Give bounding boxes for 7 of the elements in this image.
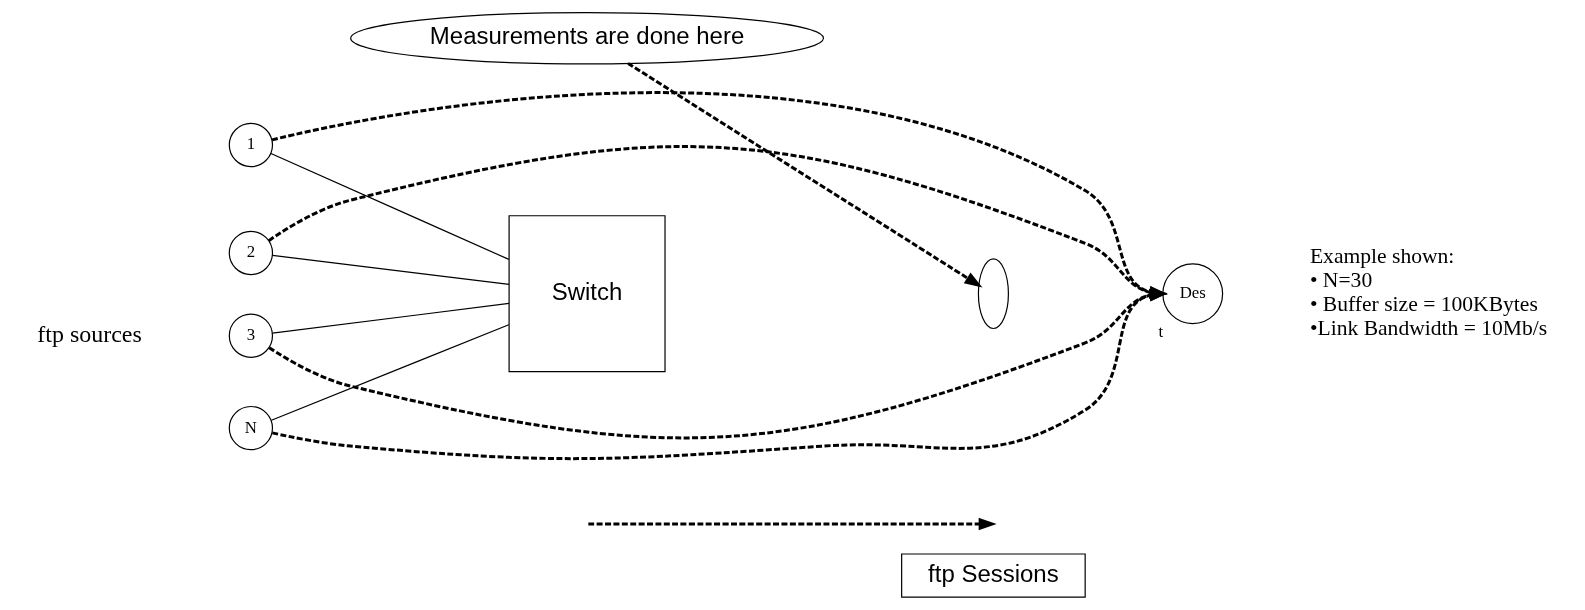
- label: • N=30: [1309, 268, 1372, 293]
- label: Example shown:: [1309, 244, 1454, 269]
- label: ftp sources: [36, 320, 142, 347]
- node-label: t: [1157, 321, 1163, 341]
- label: •Link Bandwidth = 10Mb/s: [1309, 315, 1547, 340]
- legend-label: ftp Sessions: [927, 559, 1059, 587]
- label: • Buffer size = 100KBytes: [1309, 292, 1538, 316]
